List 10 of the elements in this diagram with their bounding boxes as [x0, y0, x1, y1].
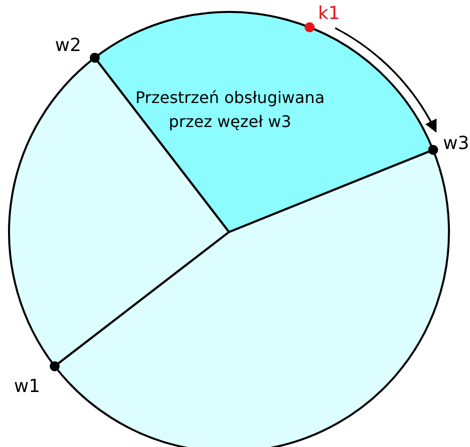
node-dot: [428, 144, 438, 155]
node-dot: [304, 22, 315, 32]
node-label: k1: [318, 3, 340, 24]
node-label: w1: [14, 376, 40, 397]
node-dot: [50, 361, 60, 372]
node-label: w2: [55, 35, 82, 56]
region-label: Przestrzeń obsługiwana przez węzeł w3: [134, 87, 326, 133]
curved-arrow: [334, 27, 437, 133]
node-dot: [90, 52, 100, 63]
node-label: w3: [443, 133, 470, 154]
